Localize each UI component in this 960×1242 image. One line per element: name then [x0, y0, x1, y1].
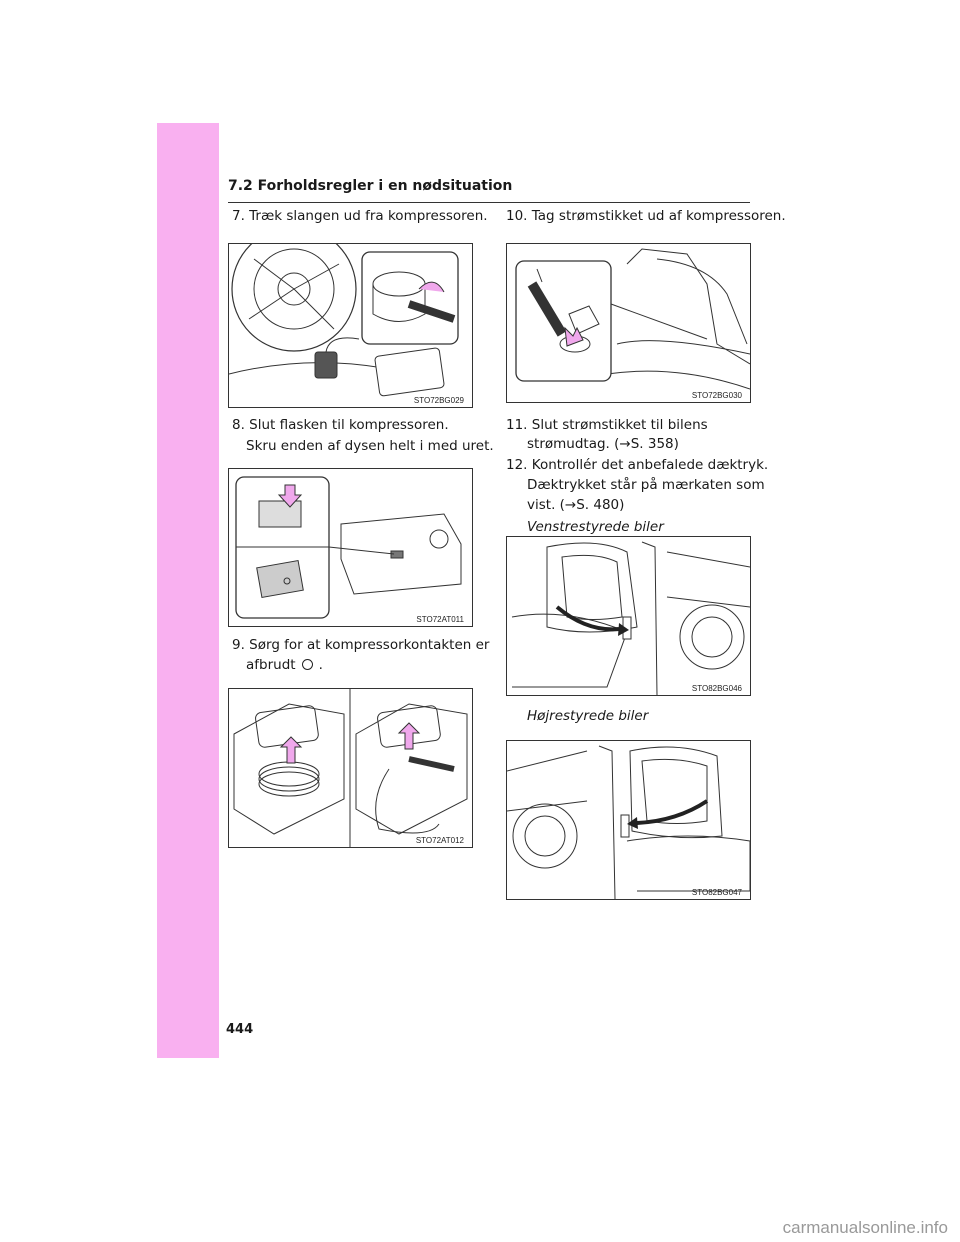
- figure-tire-label-rhd: STO82BG047: [506, 740, 751, 900]
- figure-code: STO72BG029: [413, 396, 464, 405]
- step-9-line2: afbrudt.: [246, 656, 323, 675]
- figure-code: STO72BG030: [691, 391, 742, 400]
- lhd-label: Venstrestyrede biler: [527, 519, 664, 535]
- figure-code: STO82BG047: [691, 888, 742, 897]
- step-8-text: 8. Slut flasken til kompressoren.: [232, 417, 449, 433]
- power-plug-illustration: [515, 248, 750, 390]
- section-title: 7.2 Forholdsregler i en nødsituation: [228, 178, 513, 194]
- compressor-hose-illustration: [233, 689, 468, 847]
- step-9-text: afbrudt: [246, 657, 296, 673]
- figure-code: STO72AT011: [416, 615, 464, 624]
- rhd-label: Højrestyrede biler: [527, 708, 649, 724]
- figure-switch-compressor: STO72AT011: [228, 468, 473, 627]
- step-10-text: 10. Tag strømstikket ud af kompressoren.: [506, 208, 786, 224]
- figure-tire-label-lhd: STO82BG046: [506, 536, 751, 696]
- circle-off-icon: [301, 659, 313, 670]
- section-header: 7.2 Forholdsregler i en nødsituation: [228, 178, 750, 203]
- watermark: carmanualsonline.info: [782, 1218, 948, 1237]
- step-9-line1: 9. Sørg for at kompressorkontakten er: [232, 637, 490, 653]
- step-12-text: 12. Kontrollér det anbefalede dæktryk.: [506, 457, 769, 473]
- tire-label-lhd-illustration: [511, 541, 750, 695]
- hose-wheel-illustration: [229, 244, 459, 397]
- figure-hose-wheel: STO72BG029: [228, 243, 473, 408]
- sidebar-tab: [157, 123, 219, 1058]
- step-12-sub2: vist. (→S. 480): [527, 497, 625, 513]
- page-number: 444: [226, 1022, 254, 1037]
- step-9-end: .: [318, 657, 323, 673]
- figure-code: STO82BG046: [691, 684, 742, 693]
- step-11-line1: 11. Slut strømstikket til bilens: [506, 417, 708, 433]
- figure-compressor-hose-stowed: STO72AT012: [228, 688, 473, 848]
- step-8-subtext: Skru enden af dysen helt i med uret.: [246, 438, 494, 454]
- step-7-text: 7. Træk slangen ud fra kompressoren.: [232, 208, 488, 224]
- tire-label-rhd-illustration: [507, 745, 750, 899]
- switch-compressor-illustration: [235, 476, 462, 619]
- step-12-sub1: Dæktrykket står på mærkaten som: [527, 477, 765, 493]
- step-11-line2: strømudtag. (→S. 358): [527, 436, 679, 452]
- figure-power-plug: STO72BG030: [506, 243, 751, 403]
- figure-code: STO72AT012: [415, 836, 464, 845]
